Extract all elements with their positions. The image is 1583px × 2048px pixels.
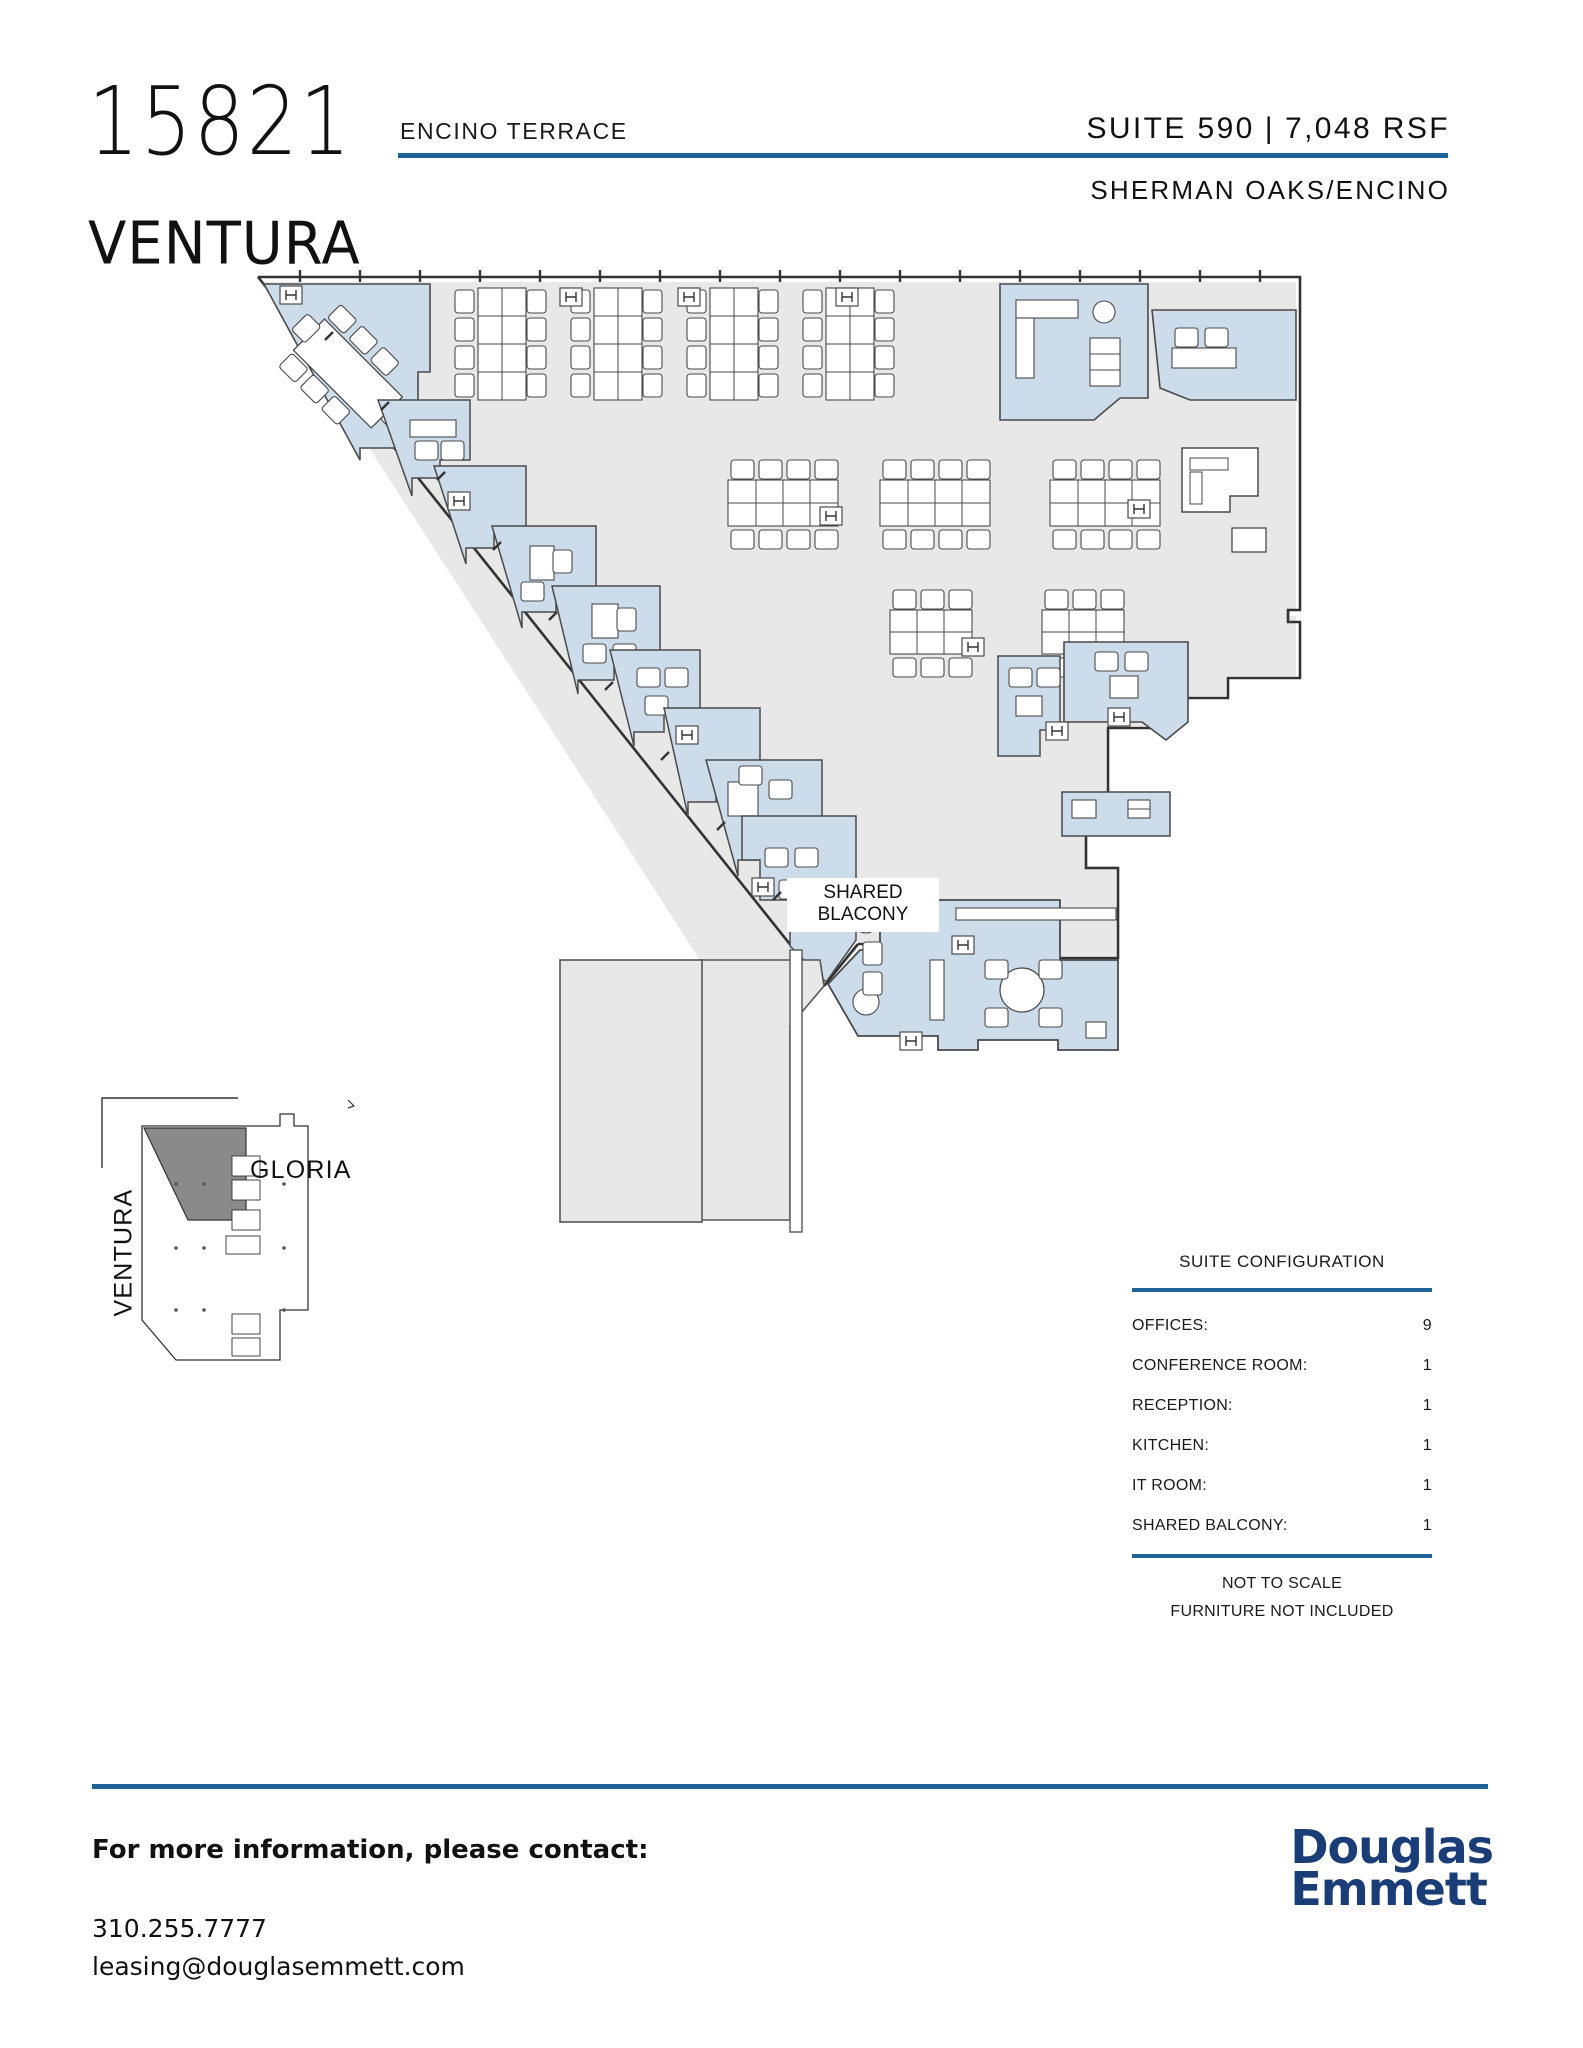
bench-run-6	[879, 459, 991, 550]
config-row-offices: OFFICES: 9	[1132, 1306, 1432, 1346]
door-tag-office-9	[751, 877, 775, 897]
config-value-it-room: 1	[1422, 1477, 1432, 1494]
suite-number: SUITE 590	[1086, 112, 1255, 145]
window-mullions-north	[298, 270, 1262, 282]
config-label-reception: RECEPTION:	[1132, 1397, 1233, 1414]
key-plan: GLORIA VENTURA	[80, 1060, 500, 1380]
keyplan-columns	[174, 1182, 286, 1312]
keyplan-street-gloria: GLORIA	[250, 1156, 352, 1184]
it-room	[1181, 447, 1259, 513]
door-tag-conference	[279, 285, 303, 305]
header-divider	[398, 153, 1448, 158]
bench-run-1	[454, 287, 547, 401]
address-street: VENTURA	[88, 209, 361, 278]
suite-configuration-panel: SUITE CONFIGURATION OFFICES: 9 CONFERENC…	[1132, 1252, 1432, 1626]
config-value-shared-balcony: 1	[1422, 1517, 1432, 1534]
config-label-shared-balcony: SHARED BALCONY:	[1132, 1517, 1288, 1534]
bench-run-3	[686, 287, 779, 401]
page-header: 15821 VENTURA ENCINO TERRACE SUITE 590|7…	[0, 0, 1583, 273]
douglas-emmett-logo: Douglas Emmett	[1290, 1820, 1494, 1917]
footer-divider	[92, 1784, 1488, 1789]
office-3	[432, 465, 527, 565]
shared-balcony: SHARED BLACONY	[559, 878, 939, 1233]
page-footer: For more information, please contact: 31…	[0, 1760, 1583, 2048]
floor-plan-drawing: SHARED BLACONY	[256, 270, 1302, 1233]
balcony-label-line2: BLACONY	[818, 904, 909, 925]
contact-heading: For more information, please contact:	[92, 1835, 649, 1865]
door-tag-office-3	[447, 491, 471, 511]
config-value-kitchen: 1	[1422, 1437, 1432, 1454]
building-name: ENCINO TERRACE	[400, 118, 628, 144]
bench-run-8	[889, 589, 973, 678]
contact-phone[interactable]: 310.255.7777	[92, 1914, 267, 1943]
config-row-conference-room: CONFERENCE ROOM: 1	[1132, 1346, 1432, 1386]
door-tag-office-7	[675, 725, 699, 745]
workstation-clusters	[454, 287, 1161, 678]
perimeter-offices-diagonal	[262, 283, 857, 984]
keyplan-street-ventura: VENTURA	[109, 1188, 138, 1317]
config-note-furniture: FURNITURE NOT INCLUDED	[1170, 1603, 1394, 1620]
reception-area	[999, 283, 1149, 421]
suite-summary: SUITE 590 | 7,048 RSF	[1086, 112, 1450, 146]
config-row-reception: RECEPTION: 1	[1132, 1386, 1432, 1426]
config-row-shared-balcony: SHARED BALCONY: 1	[1132, 1506, 1432, 1546]
window-mullions-diagonal	[324, 331, 782, 901]
config-rows: OFFICES: 9 CONFERENCE ROOM: 1 RECEPTION:…	[1132, 1292, 1432, 1554]
config-label-offices: OFFICES:	[1132, 1317, 1209, 1334]
office-5	[551, 585, 661, 695]
door-tag-huddle	[1107, 707, 1131, 727]
huddle-room	[1063, 641, 1189, 742]
door-tag-support-se	[1045, 721, 1069, 741]
config-value-offices: 9	[1422, 1317, 1432, 1334]
office-6	[609, 649, 701, 747]
door-tag-lounge	[899, 1031, 923, 1051]
suite-separator: |	[1264, 112, 1275, 145]
suite-rsf: 7,048 RSF	[1284, 112, 1450, 145]
support-closet	[1231, 527, 1267, 553]
bench-run-4	[802, 287, 895, 401]
office-ne-corner	[1151, 309, 1297, 401]
config-title: SUITE CONFIGURATION	[1179, 1252, 1385, 1271]
floor-plan: SHARED BLACONY	[0, 260, 1583, 1260]
keyplan-leader-line	[101, 1097, 238, 1168]
config-label-kitchen: KITCHEN:	[1132, 1437, 1210, 1454]
config-label-it-room: IT ROOM:	[1132, 1477, 1207, 1494]
config-row-it-room: IT ROOM: 1	[1132, 1466, 1432, 1506]
config-divider-bottom	[1132, 1554, 1432, 1558]
office-2	[376, 399, 471, 497]
config-divider-top	[1132, 1288, 1432, 1292]
balcony-label-line1: SHARED	[823, 882, 902, 903]
config-row-kitchen: KITCHEN: 1	[1132, 1426, 1432, 1466]
market-name: SHERMAN OAKS/ENCINO	[1090, 175, 1450, 205]
support-rooms-southeast	[997, 655, 1069, 757]
logo-line-1: Douglas	[1290, 1820, 1494, 1874]
contact-email[interactable]: leasing@douglasemmett.com	[92, 1952, 465, 1981]
config-value-reception: 1	[1422, 1397, 1432, 1414]
logo-line-2: Emmett	[1290, 1862, 1487, 1917]
config-label-conference-room: CONFERENCE ROOM:	[1132, 1357, 1308, 1374]
address-number: 15821	[88, 66, 353, 177]
config-notes: NOT TO SCALE FURNITURE NOT INCLUDED	[1132, 1558, 1432, 1626]
bench-run-2	[570, 287, 663, 401]
keyplan-core	[225, 1155, 261, 1357]
key-plan-drawing	[101, 1097, 356, 1361]
config-value-conference-room: 1	[1422, 1357, 1432, 1374]
config-note-scale: NOT TO SCALE	[1221, 1575, 1343, 1592]
north-arrow-icon	[347, 1099, 356, 1109]
kitchen	[1061, 791, 1171, 837]
